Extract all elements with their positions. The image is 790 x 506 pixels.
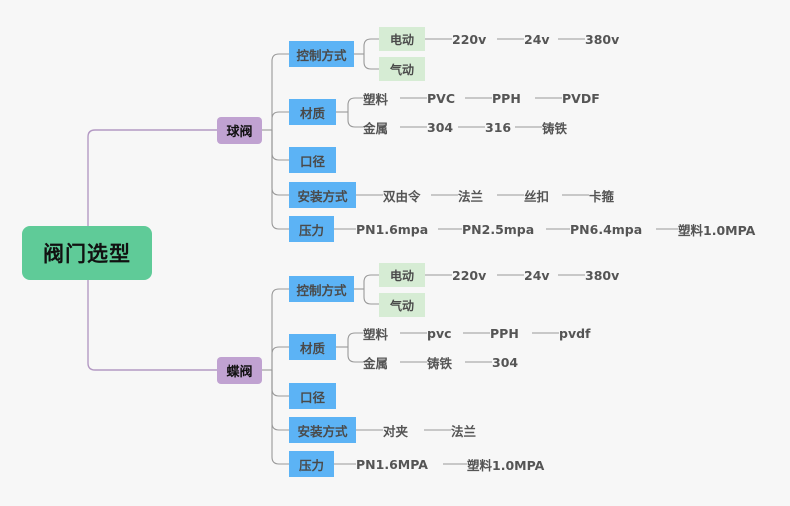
leaf-bfly-plastic-pvc[interactable]: pvc: [427, 325, 452, 341]
node-ball-control-electric[interactable]: 电动: [379, 27, 425, 51]
node-bfly-pressure[interactable]: 压力: [289, 451, 334, 477]
node-bfly-caliber[interactable]: 口径: [289, 383, 336, 409]
branch-node-ball-valve[interactable]: 球阀: [217, 117, 262, 144]
branch-node-butterfly-valve[interactable]: 蝶阀: [217, 357, 262, 384]
leaf-bfly-install-1[interactable]: 对夹: [383, 423, 409, 439]
leaf-ball-metal-316[interactable]: 316: [485, 119, 512, 135]
leaf-bfly-install-2[interactable]: 法兰: [451, 423, 477, 439]
leaf-ball-pressure-3[interactable]: PN6.4mpa: [570, 221, 643, 237]
leaf-ball-pressure-2[interactable]: PN2.5mpa: [462, 221, 535, 237]
node-ball-install[interactable]: 安装方式: [289, 182, 356, 208]
leaf-bfly-metal-castiron[interactable]: 铸铁: [427, 355, 453, 371]
leaf-bfly-electric-220v[interactable]: 220v: [452, 267, 487, 283]
node-bfly-control-electric[interactable]: 电动: [379, 263, 425, 287]
node-bfly-control-pneumatic[interactable]: 气动: [379, 293, 425, 317]
leaf-ball-electric-220v[interactable]: 220v: [452, 31, 487, 47]
leaf-ball-plastic-pvc[interactable]: PVC: [427, 90, 456, 106]
leaf-bfly-metal-304[interactable]: 304: [492, 354, 519, 370]
node-bfly-material-metal[interactable]: 金属: [363, 355, 389, 371]
node-bfly-material[interactable]: 材质: [289, 334, 336, 360]
leaf-bfly-pressure-1[interactable]: PN1.6MPA: [356, 456, 428, 472]
leaf-ball-install-1[interactable]: 双由令: [383, 188, 421, 204]
node-ball-material-plastic[interactable]: 塑料: [363, 91, 389, 107]
node-bfly-install[interactable]: 安装方式: [289, 417, 356, 443]
node-bfly-control[interactable]: 控制方式: [289, 276, 354, 302]
node-ball-caliber[interactable]: 口径: [289, 147, 336, 173]
leaf-ball-install-2[interactable]: 法兰: [458, 188, 484, 204]
leaf-ball-pressure-4[interactable]: 塑料1.0MPA: [678, 222, 756, 238]
leaf-ball-install-4[interactable]: 卡箍: [589, 188, 615, 204]
node-ball-control[interactable]: 控制方式: [289, 41, 354, 67]
leaf-ball-plastic-pvdf[interactable]: PVDF: [562, 90, 600, 106]
leaf-bfly-pressure-2[interactable]: 塑料1.0MPA: [467, 457, 545, 473]
node-ball-pressure[interactable]: 压力: [289, 216, 334, 242]
leaf-bfly-plastic-pph[interactable]: PPH: [490, 325, 519, 341]
leaf-bfly-electric-380v[interactable]: 380v: [585, 267, 620, 283]
root-node[interactable]: 阀门选型: [22, 226, 152, 280]
leaf-ball-pressure-1[interactable]: PN1.6mpa: [356, 221, 429, 237]
leaf-bfly-plastic-pvdf[interactable]: pvdf: [559, 325, 591, 341]
leaf-ball-install-3[interactable]: 丝扣: [524, 188, 550, 204]
leaf-ball-electric-24v[interactable]: 24v: [524, 31, 550, 47]
leaf-ball-metal-castiron[interactable]: 铸铁: [542, 120, 568, 136]
node-ball-material-metal[interactable]: 金属: [363, 120, 389, 136]
node-ball-control-pneumatic[interactable]: 气动: [379, 57, 425, 81]
node-bfly-material-plastic[interactable]: 塑料: [363, 326, 389, 342]
leaf-bfly-electric-24v[interactable]: 24v: [524, 267, 550, 283]
leaf-ball-metal-304[interactable]: 304: [427, 119, 454, 135]
leaf-ball-plastic-pph[interactable]: PPH: [492, 90, 521, 106]
leaf-ball-electric-380v[interactable]: 380v: [585, 31, 620, 47]
node-ball-material[interactable]: 材质: [289, 99, 336, 125]
